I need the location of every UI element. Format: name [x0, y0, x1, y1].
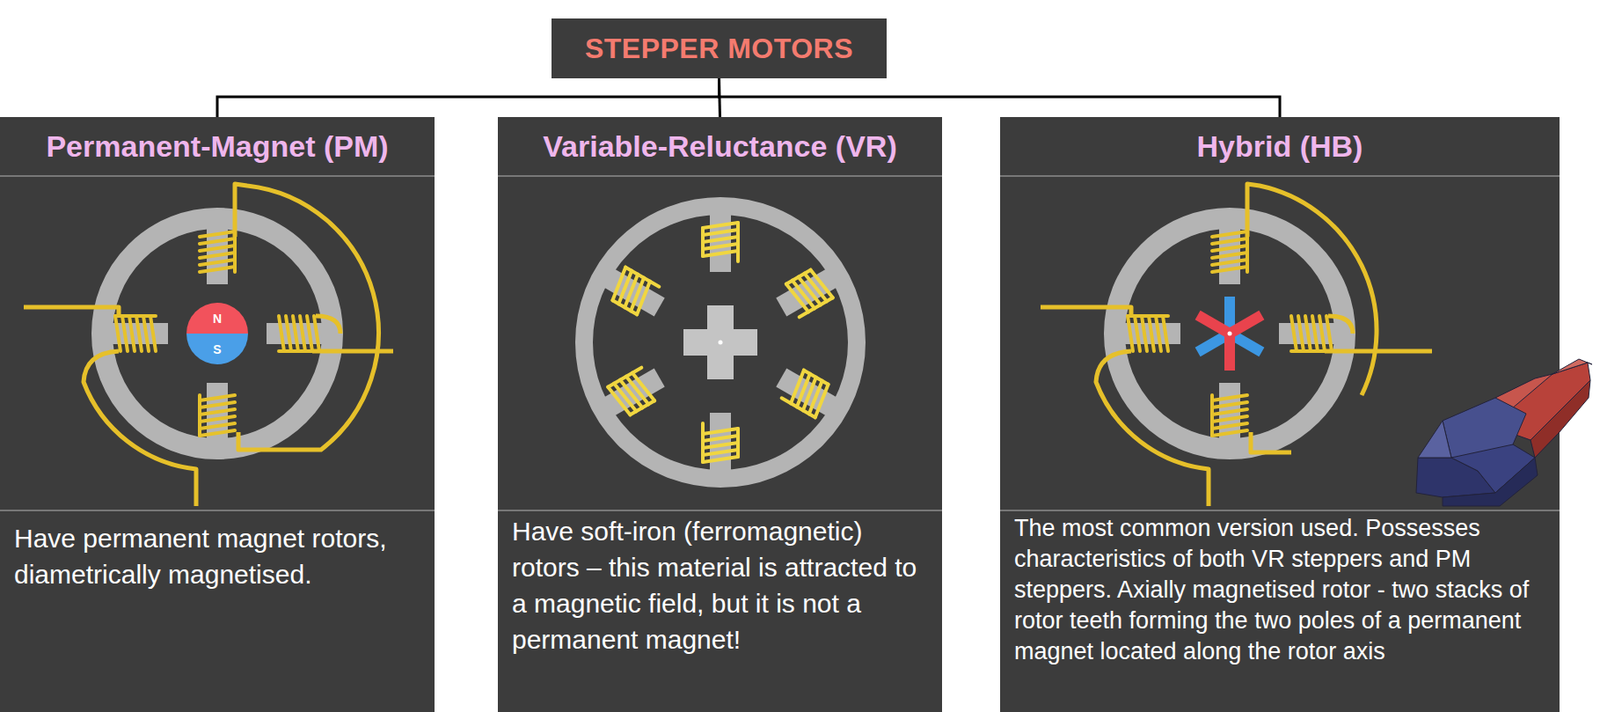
hybrid-motor-part-part	[1040, 306, 1132, 316]
rotor-3d-sketch-part	[1552, 358, 1593, 374]
panel-heading: Variable-Reluctance (VR)	[497, 116, 943, 176]
pm-motor-part-part	[312, 349, 394, 354]
vr-motor-part	[597, 261, 669, 323]
panel-description: Have permanent magnet rotors, diametrica…	[14, 519, 426, 592]
pm-motor-part	[104, 315, 169, 351]
panel-ground-part	[0, 116, 435, 712]
hybrid-motor-part	[1212, 382, 1248, 446]
panel-heading: Permanent-Magnet (PM)	[0, 116, 435, 176]
title-box: STEPPER MOTORS	[551, 18, 887, 79]
pm-motor-part	[199, 382, 235, 446]
panel-ground-part	[1000, 116, 1560, 712]
panel-ground	[0, 18, 1560, 712]
pm-motor-part-part	[23, 306, 119, 316]
motor-type-panel: Hybrid (HB) The most common version used.…	[1000, 116, 1560, 712]
vr-motor-part	[702, 210, 738, 272]
hybrid-motor-part	[1117, 315, 1181, 351]
hybrid-motor-part-part	[1324, 349, 1432, 354]
hybrid-motor-part-part	[1224, 333, 1235, 371]
pm-motor-part-part	[83, 350, 197, 506]
hybrid-motor-part-part	[1247, 183, 1377, 395]
panel-ground-part-part	[1000, 175, 1560, 177]
motor-type-panel: Permanent-Magnet (PM) Have permanent magn…	[0, 116, 435, 712]
vr-motor-part	[772, 261, 844, 323]
pole-letter: N	[208, 311, 227, 326]
hybrid-motor-part	[1278, 315, 1343, 351]
hybrid-motor-part	[1212, 220, 1248, 285]
panel-description: Have soft-iron (ferromagnetic) rotors – …	[511, 512, 934, 658]
tree-connector	[217, 78, 720, 117]
pm-motor	[23, 183, 394, 506]
rotor-3d-sketch	[1416, 358, 1593, 506]
panel-ground-part-part	[497, 175, 943, 177]
pm-motor-part	[266, 315, 330, 351]
vr-motor-part	[597, 362, 669, 424]
panel-ground-part-part	[0, 509, 435, 512]
hybrid-motor-part	[1227, 331, 1233, 337]
pm-motor-part-part	[234, 183, 379, 450]
pm-motor-part-part	[315, 315, 341, 334]
panel-description: The most common version used. Possesses …	[1014, 512, 1551, 667]
title-text: STEPPER MOTORS	[551, 18, 887, 79]
pm-motor-part	[102, 218, 333, 449]
hybrid-motor-part-part	[1095, 350, 1209, 506]
hybrid-motor-part	[1040, 183, 1432, 506]
pm-motor-part	[23, 183, 394, 506]
hybrid-motor-part-part	[1195, 310, 1233, 338]
panel-ground-part-part	[1000, 509, 1560, 512]
hybrid-motor-part	[1114, 218, 1345, 449]
pm-motor-part	[199, 220, 235, 285]
hybrid-motor-part	[1195, 310, 1265, 371]
pole-letter: S	[208, 342, 227, 357]
hybrid-motor-part-part	[1250, 431, 1292, 453]
hybrid-motor-part-part	[1328, 315, 1353, 334]
vr-motor-part	[584, 205, 857, 479]
panel-ground-part	[497, 116, 943, 712]
tree-connector	[719, 78, 1281, 117]
panel-ground-part-part	[497, 509, 943, 512]
hybrid-motor	[1040, 183, 1432, 506]
vr-motor-part	[772, 362, 844, 424]
vr-motor-part	[702, 412, 738, 475]
vr-motor-part	[718, 340, 724, 345]
panel-heading: Hybrid (HB)	[1000, 116, 1560, 176]
rotor-3d-sketch-part	[1442, 457, 1538, 506]
pm-motor-part	[186, 333, 249, 365]
panel-ground-part	[551, 18, 887, 79]
panel-ground-part-part	[0, 175, 435, 177]
motor-type-panel: Variable-Reluctance (VR) Have soft-iron (…	[497, 116, 943, 712]
vr-motor	[584, 205, 857, 479]
panel-ground-part	[0, 175, 1560, 511]
pm-motor-part	[186, 302, 249, 334]
rotor-3d-sketch-part	[1417, 420, 1452, 458]
vr-motor-part	[683, 305, 758, 380]
rotor-3d-sketch-part	[1530, 379, 1591, 458]
